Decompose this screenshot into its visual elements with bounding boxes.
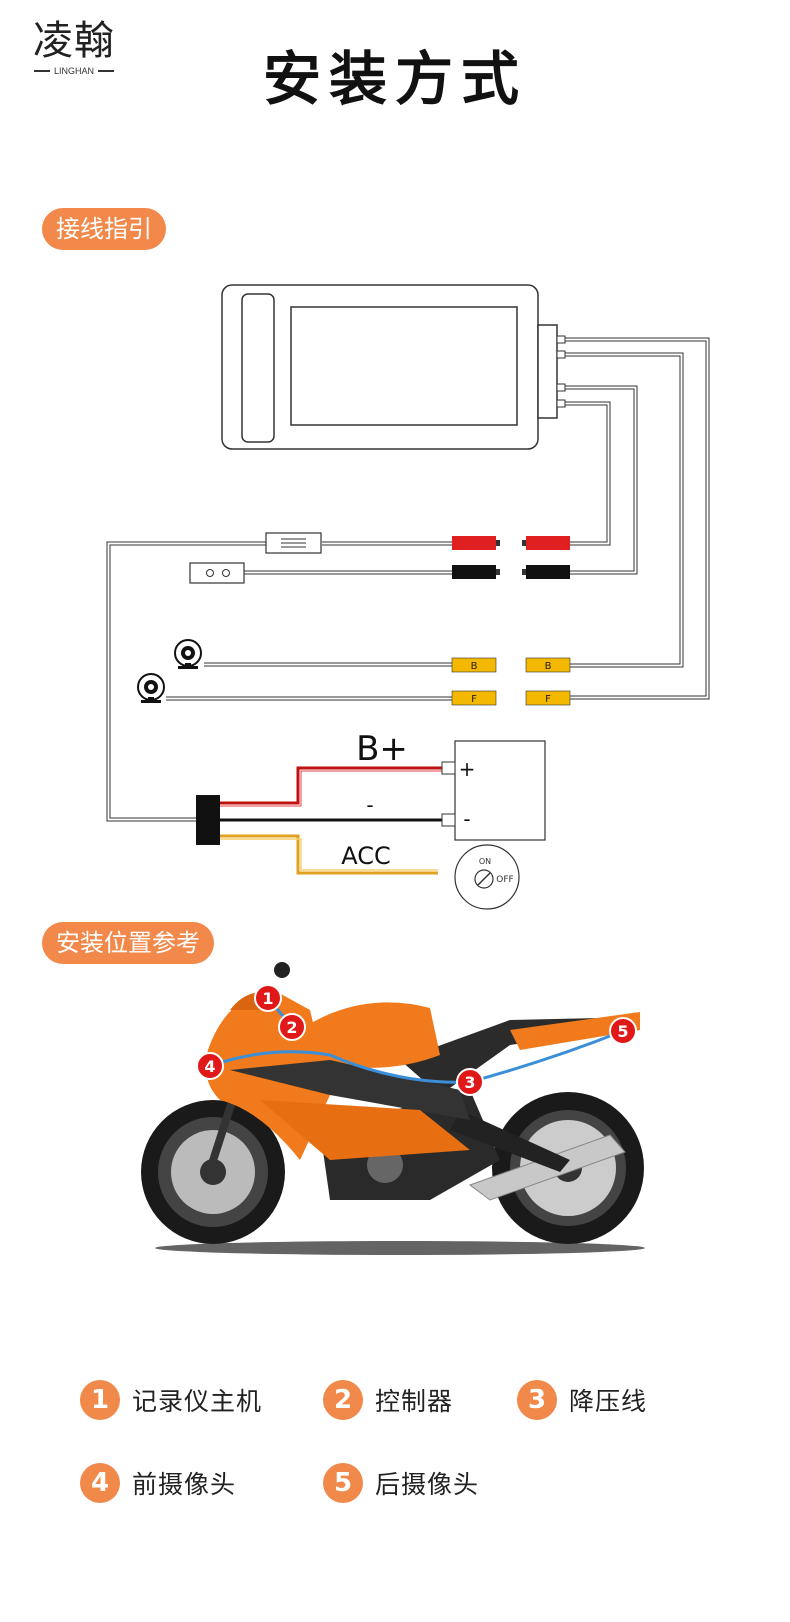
connector-back-right: B	[525, 657, 571, 673]
brand-name-cn: 凌翰	[33, 18, 115, 64]
connector-black-right	[522, 565, 570, 579]
tag-b-right: B	[545, 661, 552, 672]
front-wheel	[141, 1100, 285, 1244]
legend-num-1: 1	[80, 1380, 120, 1420]
legend-label-1: 记录仪主机	[132, 1387, 263, 1416]
connector-front-left: F	[451, 690, 497, 706]
svg-text:3: 3	[464, 1073, 475, 1092]
svg-text:2: 2	[286, 1018, 297, 1037]
page-title: 安装方式	[262, 45, 527, 113]
svg-text:1: 1	[262, 989, 273, 1008]
marker-4: 4	[196, 1052, 224, 1080]
connector-red-right	[522, 536, 570, 550]
legend-label-5: 后摄像头	[375, 1470, 480, 1499]
tag-f-left: F	[471, 694, 477, 705]
legend-item-2: 2 控制器	[323, 1380, 453, 1420]
legend-label-3: 降压线	[569, 1387, 648, 1416]
battery-plus-label: B+	[356, 729, 408, 769]
terminal-plus: +	[459, 757, 476, 781]
legend-item-3: 3 降压线	[517, 1380, 647, 1420]
section-label-position: 安装位置参考	[42, 922, 214, 964]
legend-item-5: 5 后摄像头	[323, 1463, 479, 1503]
recorder-unit	[221, 284, 566, 450]
brand-name-en: LINGHAN	[53, 66, 94, 76]
marker-5: 5	[609, 1017, 637, 1045]
battery-icon: + -	[441, 740, 546, 841]
front-camera-icon	[137, 673, 165, 703]
marker-2: 2	[278, 1013, 306, 1041]
legend-num-3: 3	[517, 1380, 557, 1420]
svg-text:5: 5	[617, 1022, 628, 1041]
brand-logo: 凌翰 LINGHAN	[28, 18, 120, 76]
ignition-switch-icon: ON OFF	[454, 844, 520, 910]
section-label-wiring: 接线指引	[42, 208, 166, 250]
tag-b-left: B	[471, 661, 478, 672]
legend-label-2: 控制器	[375, 1387, 454, 1416]
legend-num-5: 5	[323, 1463, 363, 1503]
fuse-holder	[265, 532, 322, 554]
button-box	[189, 562, 245, 584]
svg-text:4: 4	[204, 1057, 215, 1076]
tag-f-right: F	[545, 694, 551, 705]
rear-wheel	[492, 1092, 644, 1244]
battery-minus-label: -	[366, 793, 373, 817]
switch-on-label: ON	[479, 857, 491, 866]
legend-num-4: 4	[80, 1463, 120, 1503]
switch-off-label: OFF	[496, 875, 513, 885]
connector-front-right: F	[525, 690, 571, 706]
rear-camera-icon	[174, 639, 202, 669]
legend-label-4: 前摄像头	[132, 1470, 237, 1499]
marker-1: 1	[254, 984, 282, 1012]
unit-wiring	[106, 337, 710, 822]
legend-item-1: 1 记录仪主机	[80, 1380, 262, 1420]
legend-num-2: 2	[323, 1380, 363, 1420]
legend-item-4: 4 前摄像头	[80, 1463, 236, 1503]
marker-3: 3	[456, 1068, 484, 1096]
connector-red-left	[452, 536, 500, 550]
power-harness	[196, 766, 442, 875]
wiring-diagram: B B F F B+ - ACC	[106, 284, 710, 910]
terminal-minus: -	[463, 807, 470, 831]
connector-black-left	[452, 565, 500, 579]
acc-label: ACC	[341, 842, 391, 870]
connector-back-left: B	[451, 657, 497, 673]
